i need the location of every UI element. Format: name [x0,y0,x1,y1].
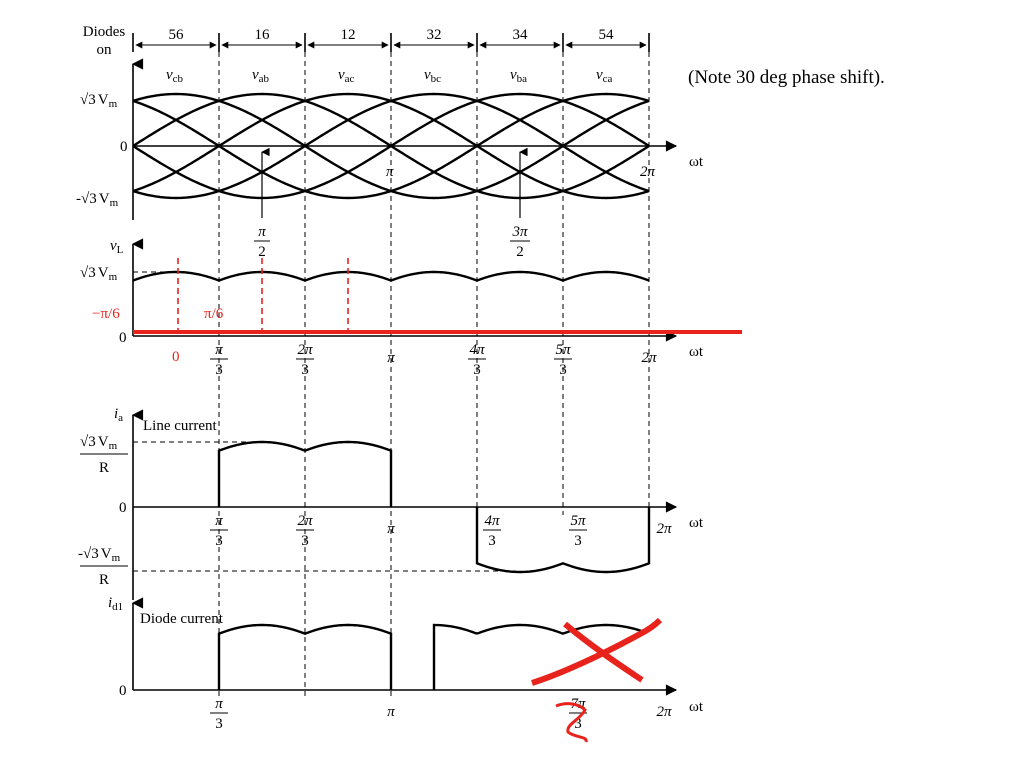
panel2-y-label: vL [110,238,124,256]
diode-pair-3: 12 [341,27,356,43]
red-cross-stroke-1 [531,617,663,686]
panel3-tick-den-5: 3 [574,533,582,549]
guide-lines [218,52,650,700]
line-current-title: Line current [143,418,218,434]
panel1-wt-label: ωt [689,154,704,170]
panel2-tick-den-2: 3 [301,362,309,378]
panel3-tick-num-3: π [387,521,395,537]
phase-label-vba: vba [510,67,527,85]
phase-label-vab: vab [252,67,270,85]
minus-pi-6-annotation: −π/6 [92,306,120,322]
pi-half-den: 2 [258,244,266,260]
panel3-tick-num-4: 4π [484,513,500,529]
output-voltage-wave [132,270,650,282]
phase-label-vcb: vcb [166,67,184,85]
diode-pair-6: 54 [599,27,615,43]
red-zero-annotation: 0 [172,349,180,365]
panel3-zero-label: 0 [119,500,127,516]
panel3-tick-den-1: 3 [215,533,223,549]
diode-current-title: Diode current [140,611,224,627]
line-voltage-wave-6 [132,92,650,200]
panel2-tick-num-4: 4π [469,342,485,358]
phase-shift-note: (Note 30 deg phase shift). [688,67,885,88]
panel3-y-bot-den: R [99,572,109,588]
diode-pair-1: 56 [169,27,185,43]
panel4-tick-den-3: 3 [574,716,582,732]
panel2-wt-label: ωt [689,344,704,360]
panel1-2pi-label: 2π [640,164,656,180]
phase-labels: vcb vab vac vbc vba vca [166,67,613,85]
panel3-tick-num-2: 2π [297,513,313,529]
panel2-tick-num-3: π [387,350,395,366]
diode-current-wave-crossed [432,623,646,690]
red-scribble [555,702,588,743]
panel3-tick-den-2: 3 [301,533,309,549]
three-pi-half-den: 2 [516,244,524,260]
panel2-tick-den-4: 3 [473,362,481,378]
three-pi-half-num: 3π [511,224,528,240]
diodes-title-line2: on [97,42,113,58]
panel3-tick-num-6: 2π [656,521,672,537]
panel1-zero-label: 0 [120,139,128,155]
panel4-tick-num-1: π [215,696,223,712]
diode-current-wave [217,623,393,690]
panel3-tick-den-4: 3 [488,533,496,549]
red-cross-stroke-2 [563,621,644,683]
diode-pair-4: 32 [427,27,442,43]
panel2-tick-den-5: 3 [559,362,567,378]
panel4-tick-num-4: 2π [656,704,672,720]
panel3-tick-num-1: π [215,513,223,529]
diode-pair-5: 34 [513,27,529,43]
panel3-tick-labels: π 3 2π 3 π 4π 3 5π 3 2π [210,513,672,549]
panel2-tick-num-1: π [215,342,223,358]
pi-6-annotation: π/6 [204,306,224,322]
panel4-zero-label: 0 [119,683,127,699]
panel4-tick-den-1: 3 [215,716,223,732]
diode-pair-2: 16 [255,27,271,43]
panel2-tick-den-1: 3 [215,362,223,378]
panel2-tick-num-6: 2π [641,350,657,366]
panel3-y-label: ia [114,406,123,424]
diodes-header: Diodes on 56 16 12 32 34 54 [83,24,650,58]
panel2-tick-num-2: 2π [297,342,313,358]
panel3-y-top-den: R [99,460,109,476]
line-voltage-waves [132,92,650,200]
panel2-tick-labels: π 3 2π 3 π 4π 3 5π 3 2π [210,342,657,378]
panel3-wt-label: ωt [689,515,704,531]
panel4-y-label: id1 [108,595,123,613]
panel1-pi-label: π [386,164,394,180]
panel2-zero-label: 0 [119,330,127,346]
diodes-title-line1: Diodes [83,24,126,40]
panel2-tick-num-5: 5π [555,342,571,358]
panel4-tick-num-2: π [387,704,395,720]
line-current-wave [217,440,651,574]
phase-label-vac: vac [338,67,355,85]
phase-label-vbc: vbc [424,67,441,85]
phase-label-vca: vca [596,67,613,85]
panel4-wt-label: ωt [689,699,704,715]
panel3-tick-num-5: 5π [570,513,586,529]
pi-half-num: π [258,224,266,240]
